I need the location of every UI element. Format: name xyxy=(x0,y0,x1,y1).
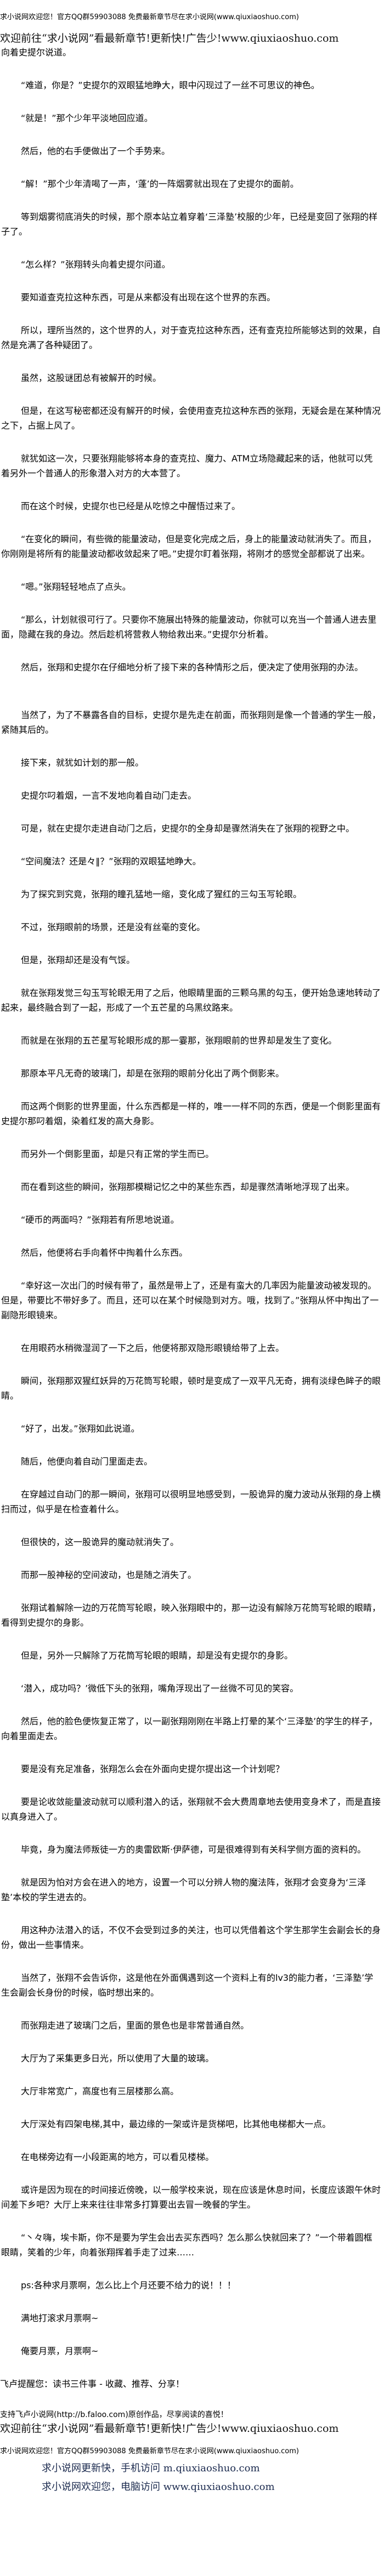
paragraph: 大厅非常宽广，高度也有三层楼那么高。 xyxy=(21,2086,179,2096)
page: 求小说网欢迎您！官方QQ群59903088 免费最新章节尽在求小说网(www.q… xyxy=(0,13,381,2493)
paragraph: 然后，张翔和史提尔在仔细地分析了接下来的各种情形之后，便决定了使用张翔的办法。 xyxy=(21,662,364,673)
paragraph: 就在张翔发觉三勾玉写轮眼无用了之后，他眼睛里面的三颗乌黑的勾玉，便开始急速地转动… xyxy=(1,988,381,1013)
paragraph: 然后，他的脸色便恢复正常了，以一副张翔刚刚在半路上打晕的某个‘三泽塾’的学生的样… xyxy=(1,1716,378,1741)
paragraph: 俺要月票，月票啊~ xyxy=(21,2346,99,2356)
promo-banner-bottom: 欢迎前往“求小说网”看最新章节!更新快!广告少!www.qiuxiaoshuo.… xyxy=(0,2423,339,2435)
paragraph: “空间魔法？还是々‖？”张翔的双眼猛地睁大。 xyxy=(21,856,201,867)
paragraph: 当然了，张翔不会告诉你，这是他在外面偶遇到这一个资料上有的lv3的能力者，‘三泽… xyxy=(1,1973,374,1998)
paragraph: 毕竟，身为魔法师叛徒一方的奥雷欧斯·伊萨德，可是很难得到有关科学侧方面的资料的。 xyxy=(21,1844,366,1855)
paragraph: “解！”那个少年清喝了一声，‘蓬’的一阵烟雾就出现在了史提尔的面前。 xyxy=(21,179,299,189)
paragraph: “丶々嗨，埃卡斯，你不是要为学生会出去买东西吗？怎么那么快就回来了？”一个带着圆… xyxy=(1,2232,372,2258)
paragraph: 然后，他便将右手向着怀中掏着什么东西。 xyxy=(21,1247,188,1258)
paragraph: “就是！”那个少年平淡地回应道。 xyxy=(21,113,153,123)
paragraph: 但很快的，这一股诡异的魔动就消失了。 xyxy=(21,1537,179,1547)
paragraph: 而在看到这些的瞬间，张翔那模糊记忆之中的某些东西，却是骤然清晰地浮现了出来。 xyxy=(21,1182,355,1192)
paragraph: 不过，张翔眼前的场景，还是没有丝毫的变化。 xyxy=(21,922,206,932)
paragraph: 可是，就在史提尔走进自动门之后，史提尔的全身却是骤然消失在了张翔的视野之中。 xyxy=(21,823,355,834)
paragraph: 随后，他便向着自动门里面走去。 xyxy=(21,1456,153,1467)
chapter-content: 向着史提尔说道。 “难道，你是？”史提尔的双眼猛地睁大，眼中闪现过了一丝不可思议的… xyxy=(0,45,381,2358)
site-notice-header: 求小说网欢迎您！官方QQ群59903088 免费最新章节尽在求小说网(www.q… xyxy=(0,13,299,21)
paragraph: “好了，出发。”张翔如此说道。 xyxy=(21,1423,140,1434)
paragraph: 所以，理所当然的，这个世界的人，对于查克拉这种东西，还有查克拉所能够达到的效果，… xyxy=(1,325,381,350)
paragraph: 用这种办法潜入的话，不仅不会受到过多的关注，也可以凭借着这个学生那学生会副会长的… xyxy=(1,1925,381,1950)
paragraph: ps:各种求月票啊，怎么比上个月还要不给力的说！！！ xyxy=(21,2280,236,2290)
paragraph: ‘潜入，成功吗？’微低下头的张翔，嘴角浮现出了一丝微不可见的笑容。 xyxy=(21,1683,299,1694)
paragraph: 就是因为怕对方会在进入的地方，设置一个可以分辨人物的魔法阵，张翔才会变身为‘三泽… xyxy=(1,1877,366,1902)
paragraph: 而就是在张翔的五芒星写轮眼形成的那一霎那，张翔眼前的世界却是发生了变化。 xyxy=(21,1035,337,1046)
paragraph: 大厅深处有四架电梯,其中，最边缘的一架或许是货梯吧，比其他电梯都大一点。 xyxy=(21,2119,331,2129)
paragraph: 在电梯旁边有一小段距离的地方，可以看见楼梯。 xyxy=(21,2152,214,2162)
paragraph: 就犹如这一次，只要张翔能够将本身的查克拉、魔力、ATM立场隐藏起来的话，他就可以… xyxy=(1,453,373,478)
paragraph: “怎么样？”张翔转头向着史提尔问道。 xyxy=(21,259,171,270)
paragraph: “难道，你是？”史提尔的双眼猛地睁大，眼中闪现过了一丝不可思议的神色。 xyxy=(21,80,320,90)
paragraph: 那原本平凡无奇的玻璃门，却是在张翔的眼前分化出了两个倒影来。 xyxy=(21,1068,285,1079)
paragraph: 要是没有充足准备，张翔怎么会在外面向史提尔提出这一个计划呢？ xyxy=(21,1764,285,1774)
paragraph: 虽然，这股谜团总有被解开的时候。 xyxy=(21,373,162,383)
paragraph: 而另外一个倒影里面，却是只有正常的学生而已。 xyxy=(21,1149,214,1159)
paragraph: 而那一股神秘的空间波动，也是随之消失了。 xyxy=(21,1570,197,1580)
paragraph: 瞬间，张翔那双猩红妖异的万花筒写轮眼，顿时是变成了一双平凡无奇，拥有淡绿色眸子的… xyxy=(1,1376,381,1401)
paragraph: 在用眼药水稍微湿润了一下之后，他便将那双隐形眼镜给带了上去。 xyxy=(21,1343,285,1353)
paragraph: “嗯。”张翔轻轻地点了点头。 xyxy=(21,582,131,592)
paragraph: “幸好这一次出门的时候有带了，虽然是带上了，还是有蛮大的几率因为能量波动被发现的… xyxy=(1,1280,379,1320)
paragraph: “那么，计划就很可行了。只要你不施展出特殊的能量波动，你就可以充当一个普通人进去… xyxy=(1,614,377,640)
mobile-visit-link[interactable]: 求小说网更新快，手机访问 m.qiuxiaoshuo.com xyxy=(42,2463,260,2474)
site-notice-footer: 求小说网欢迎您！官方QQ群59903088 免费最新章节尽在求小说网(www.q… xyxy=(0,2447,299,2455)
paragraph: “硬币的两面吗？”张翔若有所思地说道。 xyxy=(21,1215,179,1225)
paragraph: 张翔试着解除一边的万花筒写轮眼，映入张翔眼中的，那一边没有解除万花筒写轮眼的眼睛… xyxy=(1,1603,381,1628)
paragraph: 要是论收敛能量波动就可以顺利潜入的话，张翔就不会大费周章地去使用变身术了，而是直… xyxy=(1,1797,381,1822)
paragraph: 大厅为了采集更多日光，所以使用了大量的玻璃。 xyxy=(21,2053,214,2064)
paragraph: 向着史提尔说道。 xyxy=(1,47,72,58)
paragraph: 然后，他的右手便做出了一个手势来。 xyxy=(21,146,171,156)
paragraph: 要知道查克拉这种东西，可是从来都没有出现在这个世界的东西。 xyxy=(21,292,276,303)
paragraph: 而张翔走进了玻璃门之后，里面的景色也是非常普通自然。 xyxy=(21,2020,250,2031)
paragraph: 而在这个时候，史提尔也已经是从吃惊之中醒悟过来了。 xyxy=(21,501,241,511)
paragraph: 或许是因为现在的时间接近傍晚，以一般学校来说，现在应该是休息时间，长度应该跟午休… xyxy=(1,2185,381,2210)
paragraph: 满地打滚求月票啊~ xyxy=(21,2313,99,2323)
promo-banner-top: 欢迎前往“求小说网”看最新章节!更新快!广告少!www.qiuxiaoshuo.… xyxy=(0,32,339,44)
paragraph: 但是，张翔却还是没有气馁。 xyxy=(21,955,135,965)
faloo-reminder: 飞卢提醒您：读书三件事 - 收藏、推荐、分享！ xyxy=(0,2379,184,2389)
paragraph: 接下来，就犹如计划的那一般。 xyxy=(21,757,144,768)
paragraph: 而这两个倒影的世界里面，什么东西都是一样的，唯一一样不同的东西，便是一个倒影里面… xyxy=(1,1101,381,1126)
paragraph: 史提尔叼着烟，一言不发地向着自动门走去。 xyxy=(21,790,197,801)
paragraph: 为了探究到究竟，张翔的瞳孔猛地一缩，变化成了猩红的三勾玉写轮眼。 xyxy=(21,889,302,899)
paragraph: 但是，在这写秘密都还没有解开的时候，会使用查克拉这种东西的张翔，无疑会是在某种情… xyxy=(1,406,381,431)
pc-visit-link[interactable]: 求小说网欢迎您，电脑访问 www.qiuxiaoshuo.com xyxy=(42,2481,275,2493)
paragraph: 当然了，为了不暴露各自的目标，史提尔是先走在前面，而张翔则是像一个普通的学生一般… xyxy=(1,710,381,735)
paragraph: 但是，另外一只解除了万花筒写轮眼的眼睛，却是没有史提尔的身影。 xyxy=(21,1650,293,1661)
paragraph: 等到烟雾彻底消失的时候，那个原本站立着穿着‘三泽塾’校服的少年，已经是变回了张翔… xyxy=(1,212,378,237)
paragraph: 在穿越过自动门的那一瞬间，张翔可以很明显地感受到，一股诡异的魔力波动从张翔的身上… xyxy=(1,1489,381,1514)
faloo-support-line: 支持飞卢小说网(http://b.faloo.com)原创作品，尽享阅读的喜悦！ xyxy=(0,2410,228,2419)
paragraph: “在变化的瞬间，有些微的能量波动，但是变化完成之后，身上的能量波动就消失了。而且… xyxy=(1,534,377,559)
